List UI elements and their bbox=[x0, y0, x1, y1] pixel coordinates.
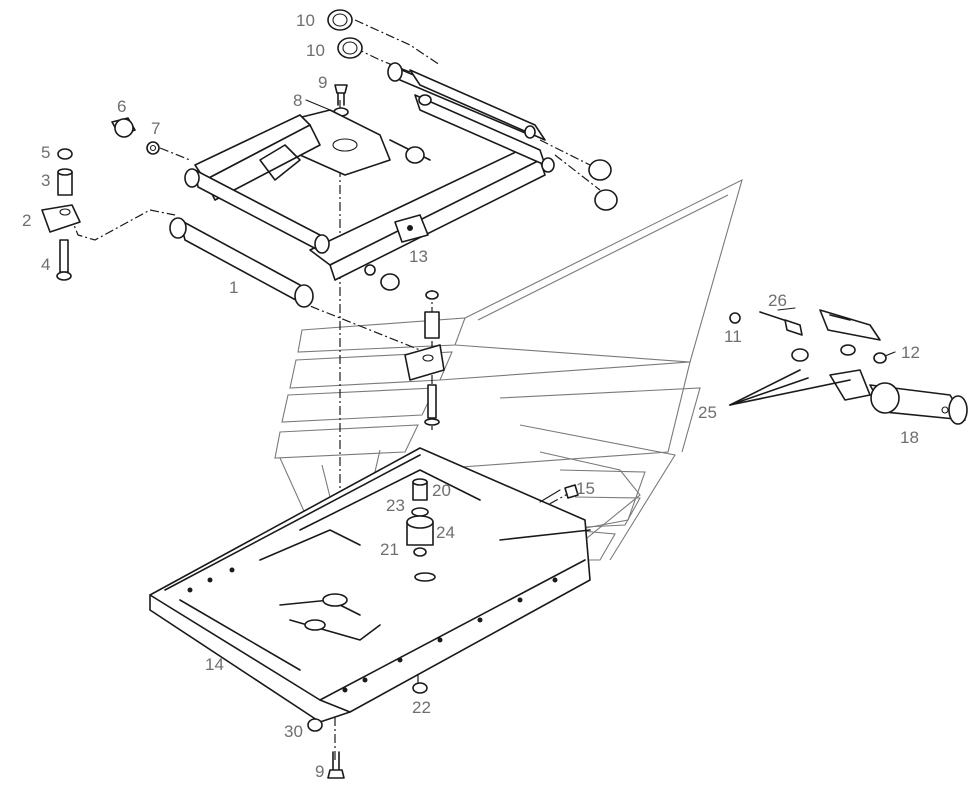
callout-12: 12 bbox=[901, 343, 920, 362]
callout-9: 9 bbox=[318, 73, 328, 92]
parts-2-5-left-stack bbox=[41, 148, 81, 281]
callout-23: 23 bbox=[386, 496, 405, 515]
part-15-fitting bbox=[564, 484, 579, 499]
callout-2: 2 bbox=[22, 211, 32, 230]
callout-18: 18 bbox=[900, 428, 919, 447]
callout-1: 1 bbox=[229, 278, 239, 297]
callout-6: 6 bbox=[117, 97, 127, 116]
callout-22: 22 bbox=[412, 698, 431, 717]
callout-3: 3 bbox=[41, 171, 51, 190]
callout-14: 14 bbox=[205, 655, 224, 674]
leader-lines bbox=[305, 99, 896, 503]
callout-5: 5 bbox=[41, 143, 51, 162]
callout-26: 26 bbox=[768, 291, 787, 310]
part-22-nut bbox=[412, 682, 428, 694]
part-9-bolt-bottom bbox=[327, 751, 345, 779]
part-9-bolt-top bbox=[333, 84, 349, 117]
callout-10: 10 bbox=[306, 41, 325, 60]
callout-4: 4 bbox=[41, 255, 51, 274]
callout-24: 24 bbox=[436, 523, 455, 542]
callout-25: 25 bbox=[698, 403, 717, 422]
callout-9: 9 bbox=[315, 762, 325, 781]
right-subassembly bbox=[729, 309, 968, 425]
callout-21: 21 bbox=[380, 540, 399, 559]
part-10-bushing-right bbox=[588, 159, 618, 211]
part-1-upper-frame bbox=[169, 62, 555, 308]
part-7-washer bbox=[146, 141, 160, 155]
callout-15: 15 bbox=[576, 479, 595, 498]
part-6-bushing bbox=[111, 117, 136, 138]
callout-11: 11 bbox=[724, 327, 742, 346]
part-30-nut bbox=[307, 718, 323, 732]
parts-20-24-center-stack bbox=[406, 478, 434, 557]
callout-30: 30 bbox=[284, 722, 303, 741]
callout-7: 7 bbox=[151, 119, 161, 138]
middle-stack-parts bbox=[364, 264, 445, 426]
callout-20: 20 bbox=[432, 481, 451, 500]
callout-8: 8 bbox=[293, 91, 303, 110]
callout-10: 10 bbox=[296, 11, 315, 30]
callout-13: 13 bbox=[409, 247, 428, 266]
part-14-lower-frame bbox=[149, 447, 591, 723]
part-10-bushing-upper bbox=[327, 9, 363, 59]
